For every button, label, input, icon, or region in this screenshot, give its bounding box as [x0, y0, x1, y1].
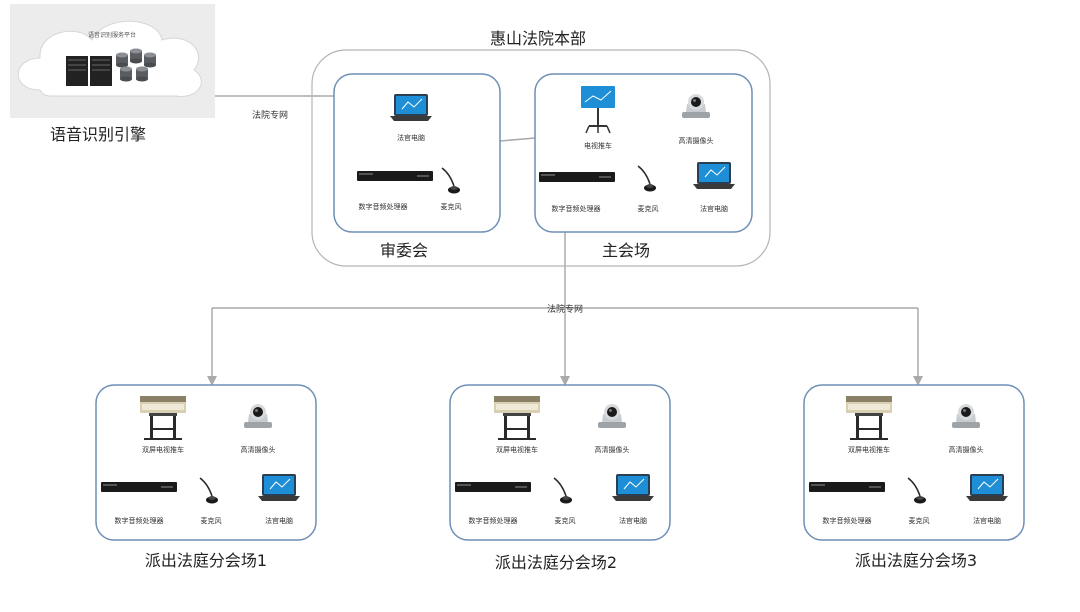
branch-2-processor-label: 数字音频处理器 — [469, 516, 518, 525]
main-processor-label: 数字音频处理器 — [552, 204, 601, 213]
main-laptop-label: 法官电脑 — [700, 204, 728, 213]
branch-3-tvcart-label: 双屏电视推车 — [848, 445, 890, 454]
branch-1-tvcart-label: 双屏电视推车 — [142, 445, 184, 454]
branch-1-processor-label: 数字音频处理器 — [115, 516, 164, 525]
main-room-title: 主会场 — [602, 241, 650, 260]
branch-3-laptop-label: 法官电脑 — [973, 516, 1001, 525]
committee-mic-label: 麦克风 — [441, 202, 462, 211]
branch-2-tvcart-label: 双屏电视推车 — [496, 445, 538, 454]
cloud-caption: 语音识别引擎 — [50, 125, 146, 144]
branch-room-3: 双屏电视推车 高清摄像头 数字音频处理器 麦克风 法官电脑 — [803, 384, 1025, 541]
hq-outer-box — [311, 49, 771, 267]
committee-room-title: 审委会 — [380, 241, 428, 260]
speech-platform-cloud: 语音识别服务平台 — [10, 4, 215, 118]
branch-room-1: 双屏电视推车 高清摄像头 数字音频处理器 麦克风 法官电脑 — [95, 384, 317, 541]
branch-2-camera-label: 高清摄像头 — [595, 445, 630, 454]
branch-2-mic-label: 麦克风 — [555, 516, 576, 525]
audio-processor-icon — [539, 172, 615, 182]
branch-3-mic-label: 麦克风 — [909, 516, 930, 525]
branch-room-2: 双屏电视推车 高清摄像头 数字音频处理器 麦克风 法官电脑 — [449, 384, 671, 541]
committee-room-box — [333, 73, 501, 233]
branch-2-laptop-label: 法官电脑 — [619, 516, 647, 525]
laptop-icon — [389, 93, 433, 122]
committee-room: 法官电脑 数字音频处理器 麦克风 — [333, 73, 501, 233]
database-icon — [130, 48, 142, 64]
committee-to-main-link — [499, 137, 536, 142]
database-icon — [144, 52, 156, 68]
hq-link-label: 法院专网 — [252, 109, 288, 121]
branch-link-label: 法院专网 — [547, 303, 583, 315]
branch-3-processor-label: 数字音频处理器 — [823, 516, 872, 525]
laptop-icon — [611, 473, 655, 502]
audio-processor-icon — [809, 482, 885, 492]
audio-processor-icon — [455, 482, 531, 492]
committee-processor-label: 数字音频处理器 — [359, 202, 408, 211]
laptop-icon — [965, 473, 1009, 502]
laptop-icon — [692, 161, 736, 190]
audio-processor-icon — [357, 171, 433, 181]
database-icon — [116, 52, 128, 68]
branch-1-camera-label: 高清摄像头 — [241, 445, 276, 454]
branch-1-mic-label: 麦克风 — [201, 516, 222, 525]
server-rack-icon — [90, 56, 112, 86]
committee-laptop-label: 法官电脑 — [397, 133, 425, 142]
branch-3-camera-label: 高清摄像头 — [949, 445, 984, 454]
audio-processor-icon — [101, 482, 177, 492]
branch-3-title: 派出法庭分会场3 — [855, 551, 977, 570]
branch-1-laptop-label: 法官电脑 — [265, 516, 293, 525]
branch-2-title: 派出法庭分会场2 — [495, 553, 617, 572]
laptop-icon — [257, 473, 301, 502]
cloud-title: 语音识别服务平台 — [88, 31, 136, 39]
hq-title: 惠山法院本部 — [490, 29, 586, 48]
main-camera-label: 高清摄像头 — [679, 136, 714, 145]
server-rack-icon — [66, 56, 88, 86]
database-icon — [136, 66, 148, 82]
main-room: 电视推车 高清摄像头 数字音频处理器 麦克风 法官电脑 — [534, 73, 753, 233]
main-tvcart-label: 电视推车 — [584, 141, 612, 150]
branch-1-title: 派出法庭分会场1 — [145, 551, 267, 570]
main-mic-label: 麦克风 — [638, 204, 659, 213]
database-icon — [120, 66, 132, 82]
